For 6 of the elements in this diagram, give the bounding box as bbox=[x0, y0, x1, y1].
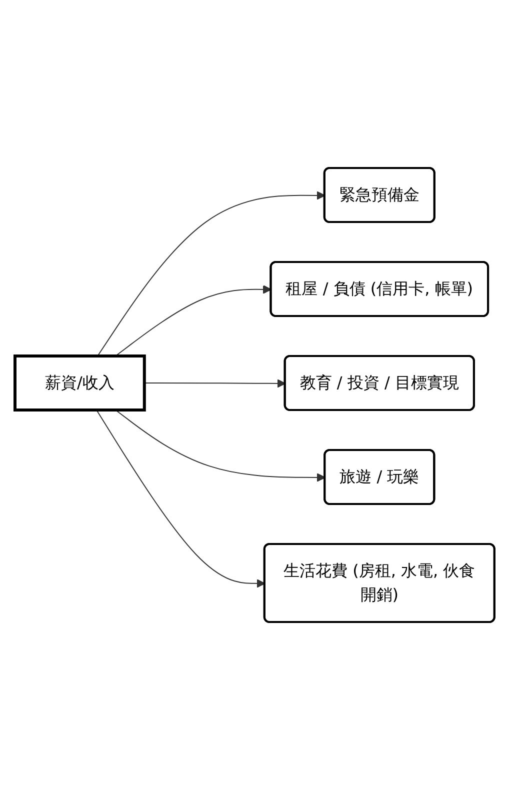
arrow bbox=[144, 379, 286, 388]
arrow bbox=[114, 285, 272, 356]
node-box: 薪資/收入 bbox=[13, 354, 146, 412]
arrow bbox=[96, 410, 266, 588]
arrow bbox=[96, 191, 326, 356]
arrow bbox=[114, 410, 326, 482]
